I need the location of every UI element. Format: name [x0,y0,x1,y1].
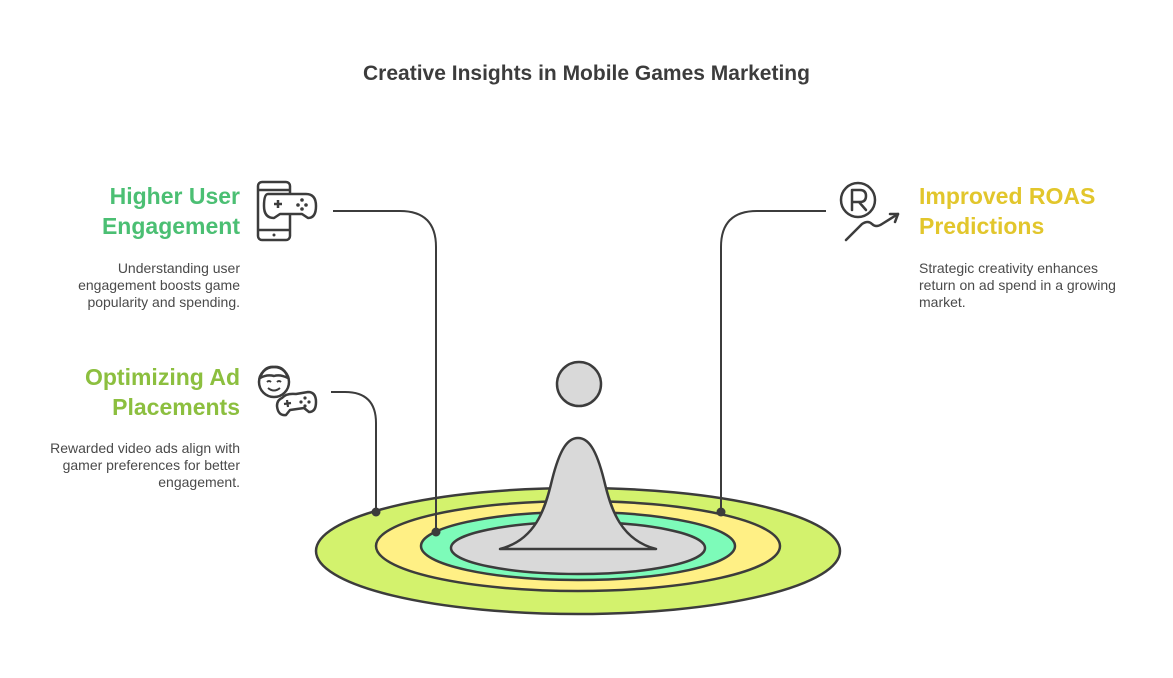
splash-peak [498,436,658,551]
registered-growth-icon [839,181,900,242]
droplet [555,360,603,408]
heading-line-2: Engagement [101,213,240,239]
connector-dot-ad-placements [371,507,381,517]
heading-line-2: Predictions [919,213,1045,239]
connector-roas [720,210,826,512]
heading-line-1: Higher User [109,183,240,209]
gamer-face-controller-icon [257,365,318,417]
page-title: Creative Insights in Mobile Games Market… [363,62,810,85]
phone-gamepad-icon [256,180,318,242]
connector-ad-placements [331,391,377,512]
description-improved-roas-predictions: Strategic creativity enhances return on … [919,260,1116,310]
description-optimizing-ad-placements: Rewarded video ads align with gamer pref… [50,440,240,490]
heading-line-2: Placements [112,394,240,420]
connector-dot-engagement [431,527,441,537]
connector-engagement [333,210,437,532]
connector-dot-roas [716,507,726,517]
heading-line-1: Improved ROAS [919,183,1096,209]
heading-line-1: Optimizing Ad [84,364,240,390]
heading-higher-user-engagement: Higher User Engagement [40,181,240,241]
description-higher-user-engagement: Understanding user engagement boosts gam… [78,260,240,310]
heading-optimizing-ad-placements: Optimizing Ad Placements [40,362,240,422]
heading-improved-roas-predictions: Improved ROAS Predictions [919,181,1159,241]
